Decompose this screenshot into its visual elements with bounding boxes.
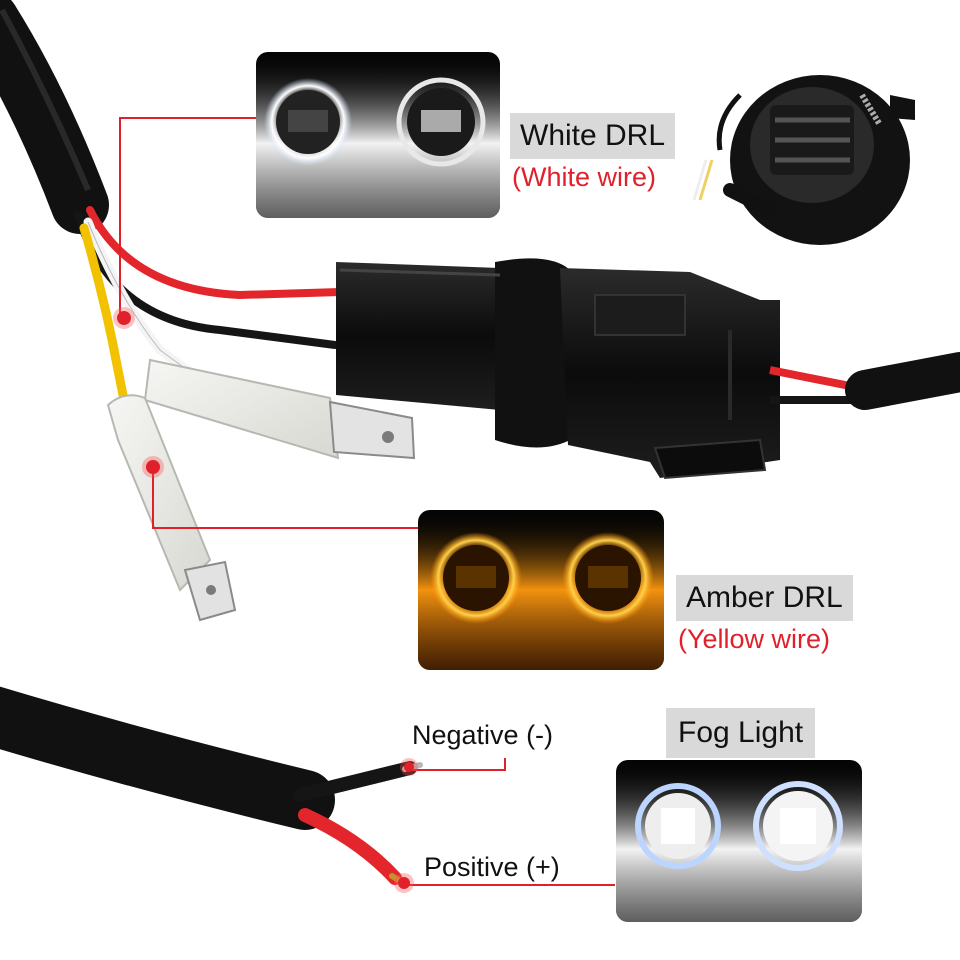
yellow-wire-spade-terminal [106, 394, 237, 622]
harness-connector [336, 258, 780, 480]
power-cable-bottom [0, 686, 423, 887]
fog-light-label: Fog Light [666, 708, 816, 758]
white-wire-marker-dot [117, 311, 131, 325]
white-wire-label: (White wire) [512, 162, 657, 192]
amber-drl-label: Amber DRL [676, 575, 853, 621]
positive-wire-marker-dot [398, 877, 410, 889]
yellow-wire-marker-dot [146, 460, 160, 474]
positive-label: Positive (+) [424, 852, 560, 882]
main-cable-top [0, 0, 109, 234]
callout-lines [119, 117, 615, 886]
negative-wire-marker-dot [404, 762, 414, 772]
white-drl-label: White DRL [510, 113, 676, 159]
amber-drl-photo [418, 510, 664, 670]
white-drl-photo [256, 52, 500, 218]
wire-bundle [74, 206, 344, 410]
connector-output-wires [769, 352, 960, 410]
negative-label: Negative (-) [412, 720, 554, 750]
fog-lamp-housing-icon [692, 75, 915, 245]
yellow-wire-label: (Yellow wire) [678, 624, 831, 654]
fog-light-photo [616, 760, 862, 922]
white-wire-spade-terminal [143, 358, 416, 460]
